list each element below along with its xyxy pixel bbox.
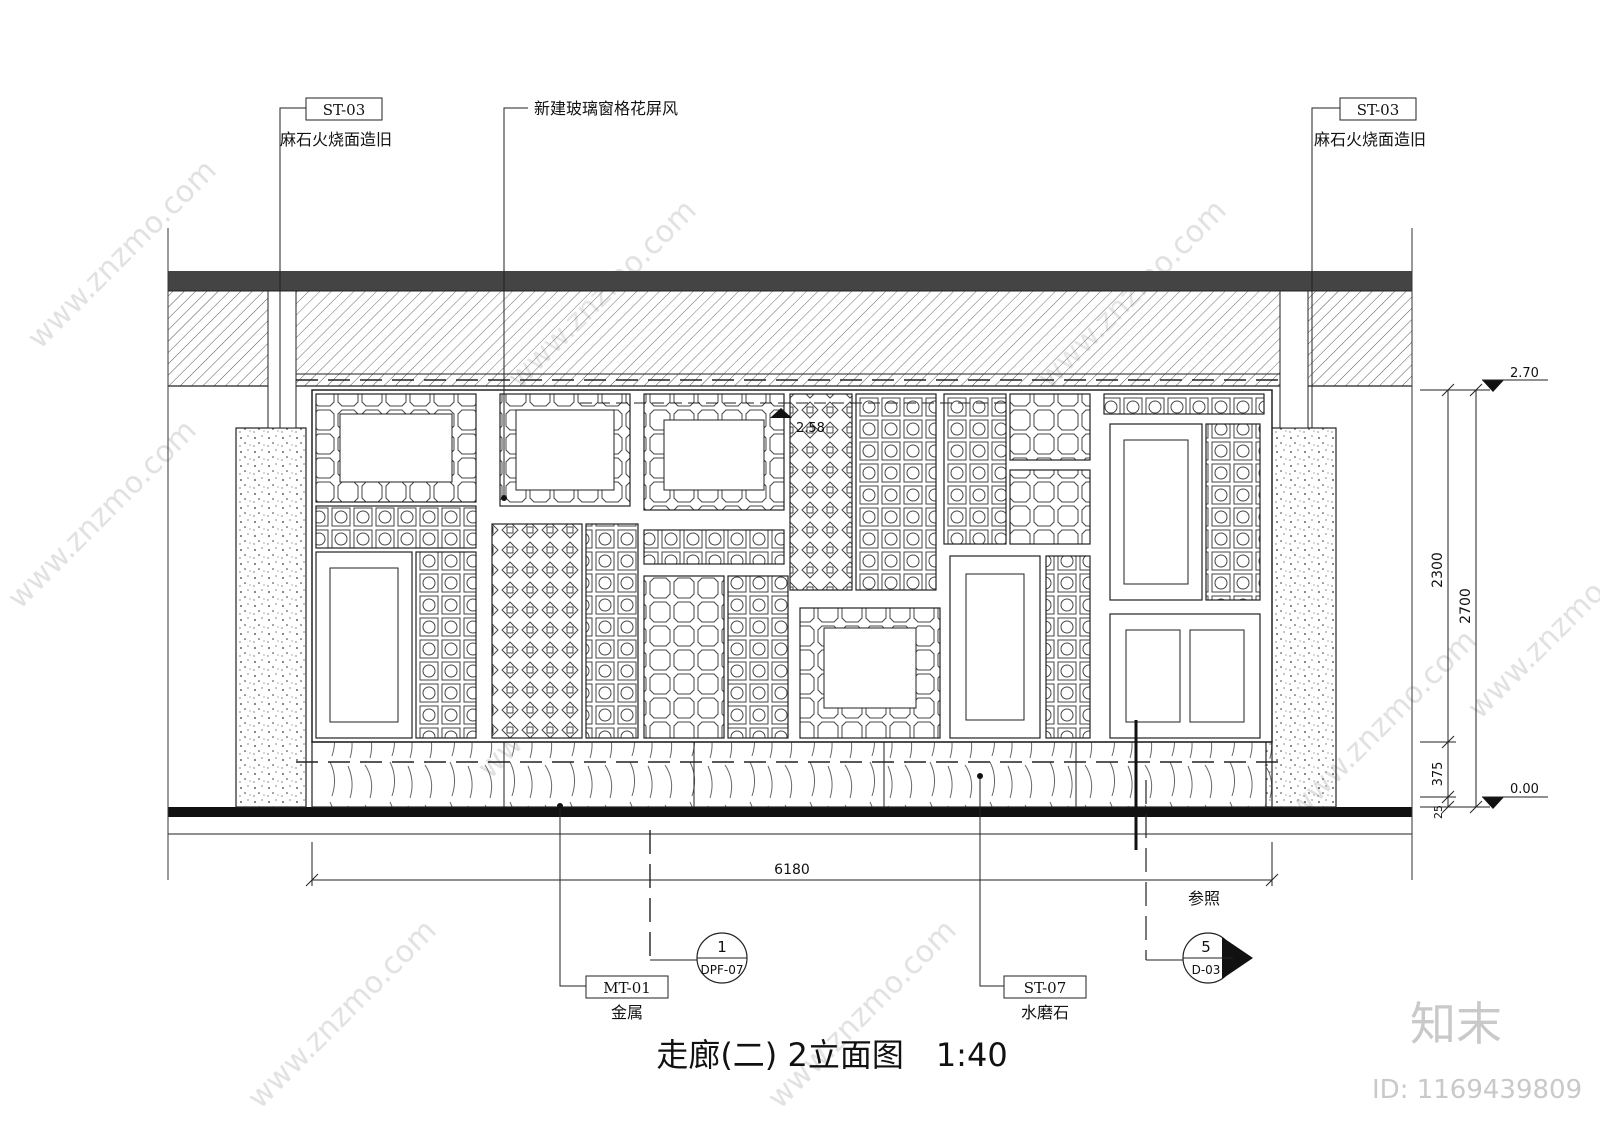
svg-text:D-03: D-03 (1192, 963, 1221, 977)
lattice-panel (789, 393, 853, 591)
material-tag-right (1339, 97, 1417, 121)
watermark-text: www.znzmo.com (241, 913, 444, 1116)
lattice-panel (1205, 423, 1261, 601)
lattice-panel (855, 393, 937, 591)
svg-text:5: 5 (1201, 938, 1211, 956)
svg-text:2.70: 2.70 (1510, 366, 1539, 381)
material-tag-right-text: 麻石火烧面造旧 (1314, 130, 1426, 149)
watermark-logo: 知末 (1410, 997, 1502, 1051)
structure (167, 228, 1413, 880)
lattice-panel (1009, 469, 1091, 545)
left-column (235, 427, 307, 808)
floor-slab (168, 807, 1412, 817)
dimension-2300: 2300 (1430, 552, 1446, 588)
callouts: ST-03 麻石火烧面造旧 ST-03 麻石火烧面造旧 新建玻璃窗格花屏风 MT… (279, 97, 1426, 1022)
watermark-text: www.znzmo.com (761, 913, 964, 1116)
svg-text:DPF-07: DPF-07 (701, 963, 744, 977)
material-tag-left-code: ST-03 (323, 101, 366, 119)
reference-text: 参照 (1188, 889, 1220, 908)
dimension-width: 6180 (774, 862, 810, 878)
lattice-panel (491, 523, 583, 739)
lattice-panel (1009, 393, 1091, 461)
watermark-text: www.znzmo.com (1461, 523, 1600, 726)
lattice-panel (727, 575, 789, 739)
dimension-375: 375 (1431, 762, 1446, 787)
dimensions (305, 383, 1490, 887)
lattice-panel (585, 523, 639, 739)
lattice-panel (1103, 393, 1265, 415)
ceiling-slab (168, 271, 1412, 291)
right-column (1265, 427, 1337, 808)
lattice-panel (315, 505, 477, 549)
terrazzo-base (296, 379, 1282, 808)
watermark-id: ID: 1169439809 (1372, 1075, 1582, 1105)
section-mark-1: 1 DPF-07 (649, 830, 748, 984)
lattice-panel (943, 393, 1007, 545)
level-mark-screen-top: 2.58 (580, 402, 1010, 436)
lattice-glass-screen (311, 389, 1273, 743)
dimension-2700: 2700 (1458, 588, 1474, 624)
material-tag-metal (585, 975, 669, 999)
level-mark-top: 2.70 (1482, 366, 1548, 392)
drawing-title: 走廊(二) 2立面图 1:40 (656, 1036, 1007, 1074)
material-tag-metal-text: 金属 (611, 1003, 643, 1022)
watermark-text: www.znzmo.com (1, 413, 204, 616)
svg-text:1: 1 (717, 938, 727, 956)
material-tag-metal-code: MT-01 (603, 979, 651, 997)
svg-text:0.00: 0.00 (1510, 782, 1539, 797)
dimension-25: 25 (1432, 805, 1445, 819)
material-tag-terrazzo-text: 水磨石 (1021, 1003, 1069, 1022)
beam-soffit (295, 290, 1281, 375)
section-mark-5: 5 D-03 参照 (1134, 720, 1253, 984)
lattice-panel (415, 551, 477, 739)
lattice-panel (1045, 555, 1091, 739)
ceiling-beam-hatch (167, 290, 1413, 387)
material-tag-terrazzo (1003, 975, 1087, 999)
material-tag-left (305, 97, 383, 121)
material-tag-terrazzo-code: ST-07 (1024, 979, 1067, 997)
material-tag-right-code: ST-03 (1357, 101, 1400, 119)
screen-callout-text: 新建玻璃窗格花屏风 (534, 99, 678, 118)
svg-text:2.58: 2.58 (796, 421, 825, 436)
lattice-panel (643, 575, 725, 739)
material-tag-left-text: 麻石火烧面造旧 (280, 130, 392, 149)
lattice-panel (643, 529, 785, 565)
level-mark-floor: 0.00 (1482, 782, 1548, 809)
